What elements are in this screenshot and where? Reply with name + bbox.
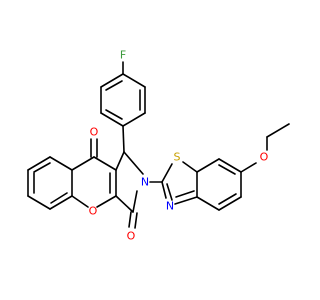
carbonyl-oxygen-top-label: O <box>90 126 99 139</box>
carbonyl-oxygen-right-label: O <box>127 230 136 243</box>
thiazole-nitrogen-label: N <box>166 200 174 213</box>
atom-labels-layer: F O O O N S N O <box>89 49 269 243</box>
bond <box>115 151 125 171</box>
bond <box>100 112 124 127</box>
bond <box>49 156 73 171</box>
bond <box>122 125 125 153</box>
bond <box>266 123 290 138</box>
bond <box>218 158 242 173</box>
bond <box>122 73 146 88</box>
bond <box>71 195 89 208</box>
bond <box>218 193 237 205</box>
bond <box>128 211 132 228</box>
bond <box>105 109 123 120</box>
bond <box>161 163 173 183</box>
bond <box>174 196 198 205</box>
bond <box>71 156 95 171</box>
bond <box>161 181 167 199</box>
fluorine-label: F <box>120 49 126 62</box>
bond <box>240 162 257 173</box>
molecule-structure: F O O O N S N O <box>27 49 290 243</box>
bond <box>27 195 51 210</box>
bond <box>50 192 68 204</box>
bond <box>218 164 236 175</box>
bond <box>123 151 144 175</box>
bond <box>182 161 198 173</box>
bond <box>93 156 117 171</box>
bond <box>132 190 138 213</box>
bond <box>218 196 242 211</box>
bond <box>33 162 51 173</box>
bond <box>49 195 73 210</box>
imide-nitrogen-label: N <box>141 176 149 189</box>
bond <box>122 112 146 127</box>
bond <box>196 158 220 173</box>
bond <box>100 73 124 88</box>
bond <box>96 195 117 208</box>
bond <box>27 156 51 171</box>
ether-oxygen-label: O <box>260 151 269 164</box>
thiazole-sulfur-label: S <box>174 151 181 164</box>
bond <box>166 183 173 201</box>
molecule-canvas: F O O O N S N O <box>27 48 290 243</box>
pyran-oxygen-label: O <box>89 205 98 218</box>
bond <box>134 212 138 229</box>
bonds-layer <box>27 61 290 229</box>
bond <box>105 80 123 91</box>
bond <box>115 195 134 213</box>
bond <box>196 196 220 211</box>
bond <box>175 190 195 198</box>
